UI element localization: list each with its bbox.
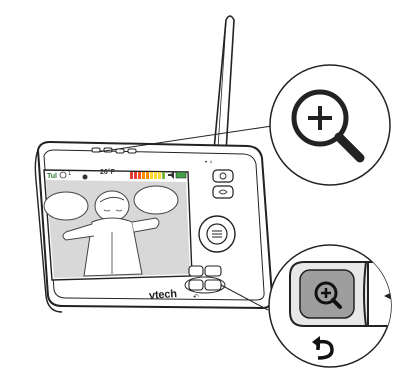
adjacent-button[interactable] bbox=[368, 262, 398, 326]
power-button[interactable] bbox=[213, 170, 233, 182]
battery-icon bbox=[176, 172, 186, 178]
volume-down-button[interactable] bbox=[189, 266, 203, 276]
zoom-button[interactable] bbox=[189, 280, 203, 290]
sound-level-bars bbox=[130, 172, 165, 179]
record-icon bbox=[83, 175, 88, 180]
zoom-callout-top bbox=[270, 65, 390, 185]
nav-button[interactable] bbox=[205, 280, 221, 290]
antenna bbox=[214, 16, 234, 152]
zoom-callout-bottom bbox=[269, 245, 400, 367]
back-icon-small: ↶ bbox=[193, 294, 199, 301]
camera-number: 1 bbox=[68, 171, 78, 181]
mic-icon: • ♀ bbox=[205, 160, 213, 166]
temperature-readout: 26°F bbox=[100, 169, 128, 179]
talk-button[interactable] bbox=[213, 186, 233, 198]
screen: Tul bbox=[44, 170, 192, 280]
signal-icon: Tul bbox=[47, 173, 57, 180]
volume-up-button[interactable] bbox=[205, 266, 221, 276]
